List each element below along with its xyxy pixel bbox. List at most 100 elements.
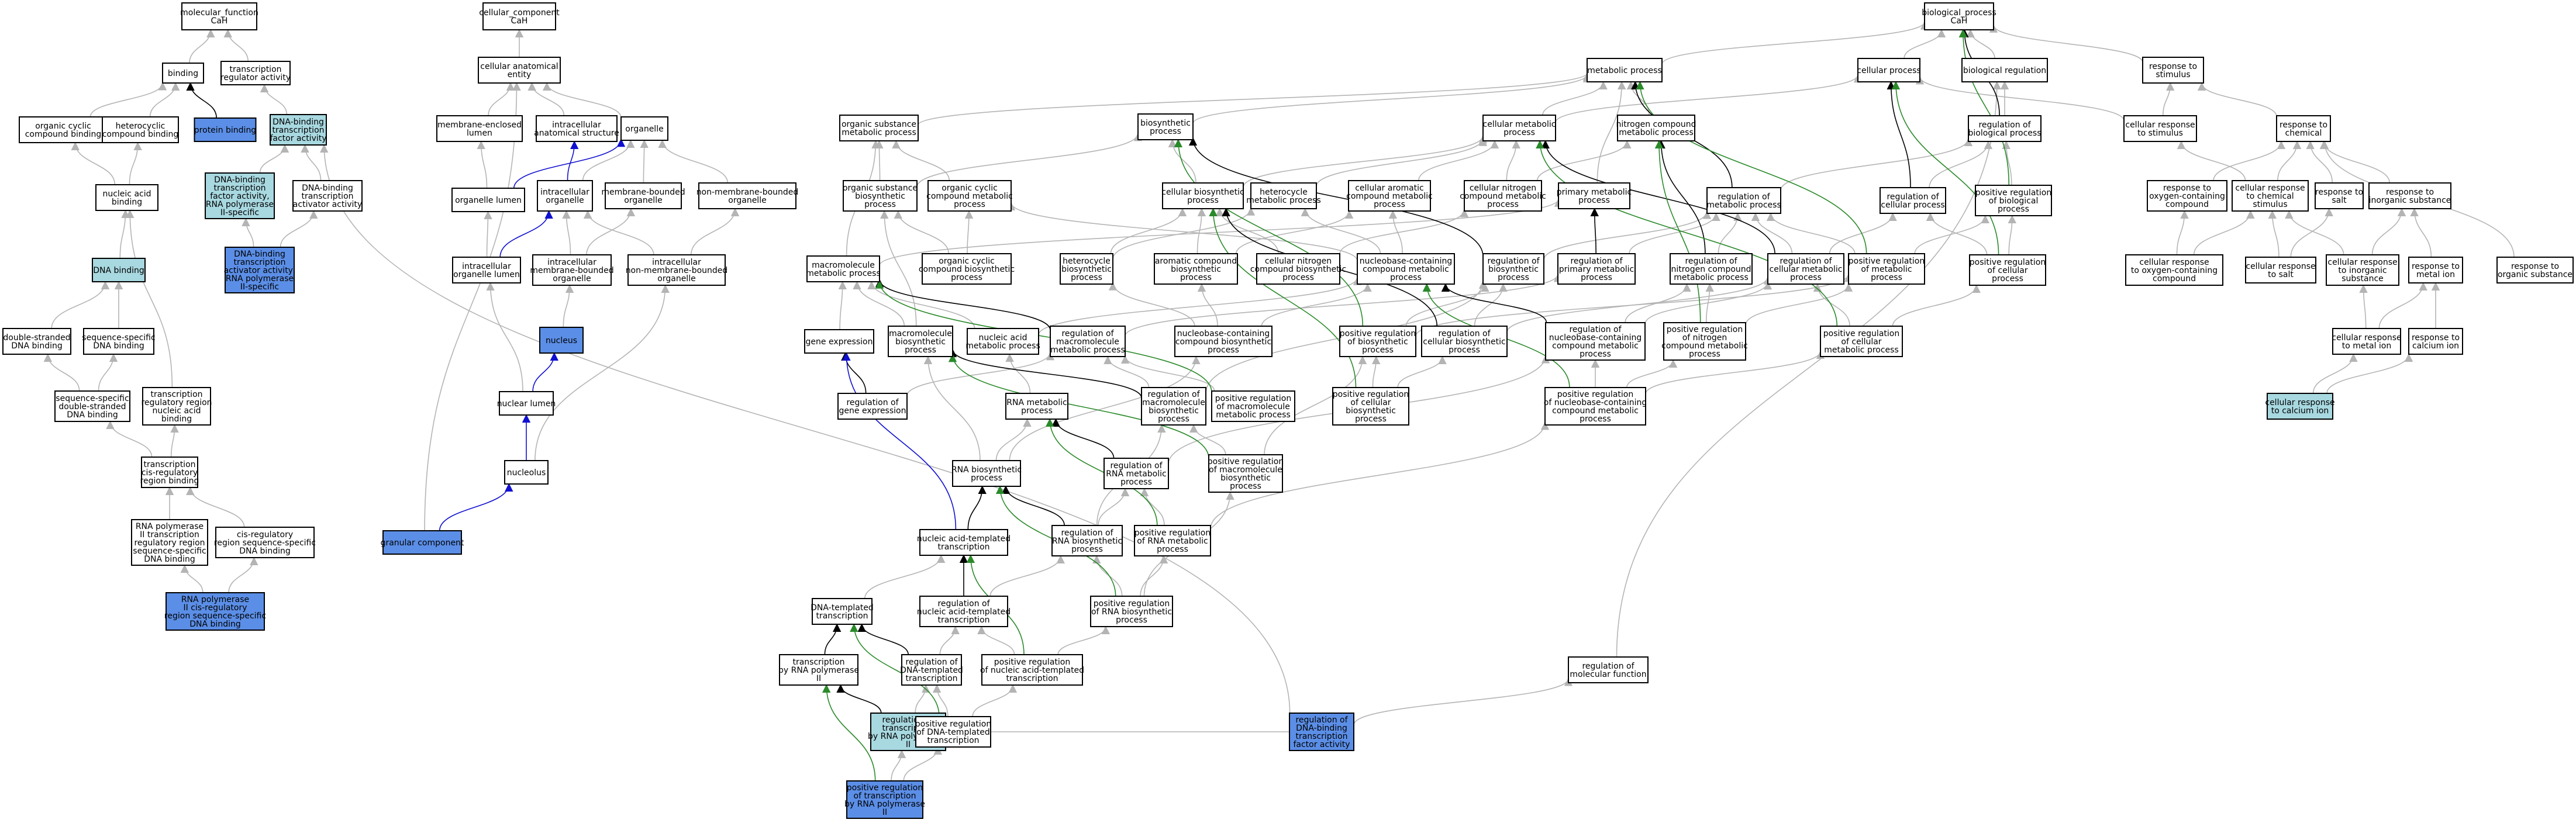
node-box[interactable] [452,257,521,283]
node-box[interactable] [270,114,327,146]
node-box[interactable] [215,527,315,558]
node-box[interactable] [1134,525,1211,556]
node-box[interactable] [1767,253,1844,285]
node-box[interactable] [1174,326,1273,357]
node-box[interactable] [1482,115,1556,141]
node-box[interactable] [1141,387,1206,426]
node-box[interactable] [1857,58,1920,82]
node-cellproc[interactable]: cellular process [1857,58,1921,82]
node-box[interactable] [181,2,257,30]
node-box[interactable] [1969,254,2046,286]
node-box[interactable] [83,328,154,355]
node-box[interactable] [19,116,108,143]
node-box[interactable] [1544,387,1646,426]
node-box[interactable] [1289,713,1354,751]
node-box[interactable] [478,57,561,84]
node-box[interactable] [967,328,1039,355]
node-box[interactable] [1051,525,1123,556]
node-box[interactable] [2408,257,2463,283]
node-granular[interactable]: granular component [381,530,464,555]
node-box[interactable] [141,457,198,488]
node-box[interactable] [1617,115,1695,141]
node-bioreg[interactable]: biological regulation [1961,58,2048,82]
node-box[interactable] [536,115,618,142]
node-box[interactable] [205,172,275,219]
node-box[interactable] [2368,182,2451,209]
node-box[interactable] [1162,182,1244,209]
node-box[interactable] [451,188,525,212]
node-box[interactable] [1961,58,2048,82]
node-nuclumen[interactable]: nuclear lumen [497,391,556,416]
node-box[interactable] [92,258,146,282]
node-box[interactable] [2408,328,2463,355]
node-box[interactable] [922,253,1012,285]
node-box[interactable] [2245,257,2316,283]
node-box[interactable] [2332,328,2401,355]
node-box[interactable] [804,329,874,354]
node-box[interactable] [1332,387,1409,426]
node-box[interactable] [981,654,1083,686]
node-box[interactable] [2147,180,2227,212]
node-box[interactable] [1568,656,1649,683]
node-box[interactable] [806,255,880,282]
node-box[interactable] [1421,326,1508,357]
node-box[interactable] [919,596,1008,627]
node-box[interactable] [915,716,991,748]
node-box[interactable] [1250,182,1317,209]
node-box[interactable] [620,116,668,141]
node-box[interactable] [1339,326,1416,357]
node-box[interactable] [1706,187,1781,214]
node-nucleus[interactable]: nucleus [539,327,584,354]
node-box[interactable] [605,182,682,209]
node-box[interactable] [1663,322,1746,361]
node-box[interactable] [901,654,962,686]
node-box[interactable] [1050,326,1126,357]
node-protbind[interactable]: protein binding [194,117,257,142]
node-box[interactable] [1348,180,1431,212]
node-box[interactable] [698,182,796,209]
node-box[interactable] [532,254,612,286]
node-box[interactable] [1103,458,1169,489]
node-box[interactable] [1924,2,1994,30]
node-box[interactable] [2232,180,2309,212]
